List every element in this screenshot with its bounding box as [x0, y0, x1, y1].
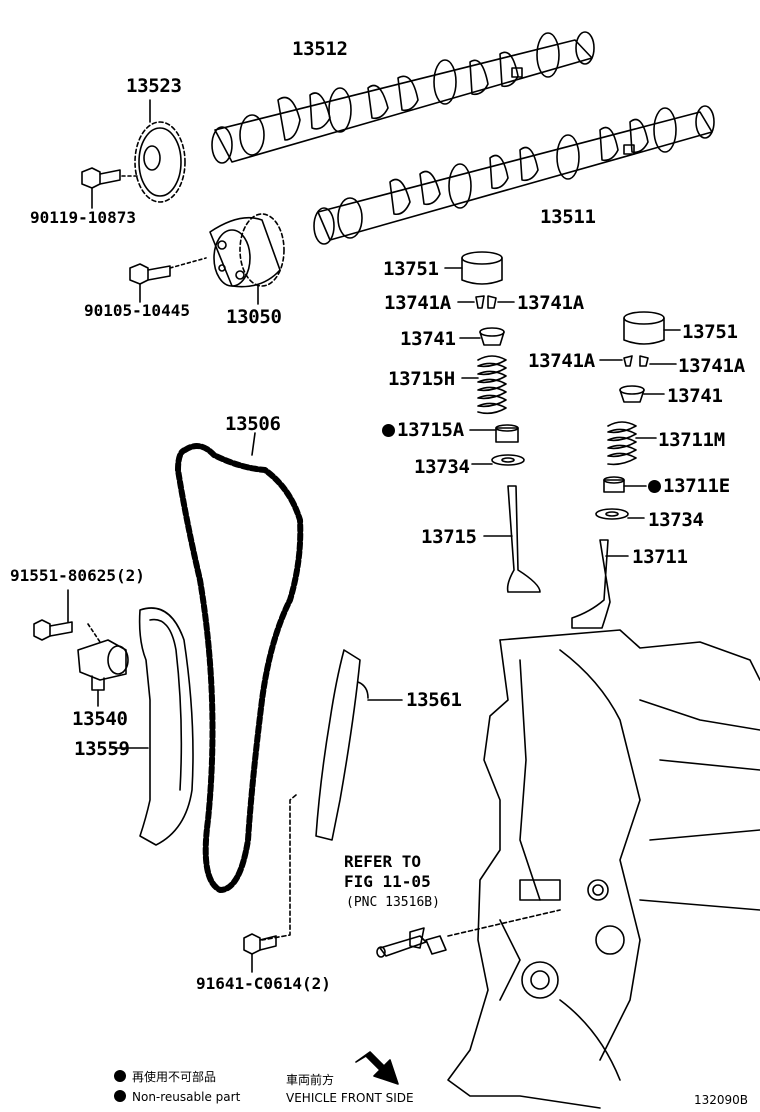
part-label-13711: 13711 — [632, 546, 688, 568]
part-label-90119-10873: 90119-10873 — [30, 208, 136, 227]
part-label-13741a-left-2: 13741A — [517, 292, 584, 314]
figure-id: 132090B — [694, 1093, 749, 1107]
part-label-13050: 13050 — [226, 306, 282, 328]
part-label-13512: 13512 — [292, 38, 348, 60]
part-label-13715a: 13715A — [382, 421, 464, 440]
part-label-13561: 13561 — [406, 689, 462, 711]
refer-line-1: REFER TO — [344, 852, 422, 871]
legend-en: Non-reusable part — [114, 1090, 240, 1103]
cam-sprocket — [121, 99, 186, 203]
engine-block — [447, 629, 760, 1109]
non-reusable-dot — [382, 424, 395, 437]
part-label-91551-80625: 91551-80625(2) — [10, 566, 145, 585]
front-direction-arrow — [355, 1051, 399, 1085]
refer-line-2: FIG 11-05 — [344, 872, 431, 891]
part-label-13715h: 13715H — [388, 368, 455, 390]
legend-dot — [114, 1070, 126, 1082]
part-label-13734-right: 13734 — [648, 509, 704, 531]
bolt-90105 — [129, 263, 171, 303]
vvt-gear — [169, 213, 285, 305]
part-label-13711e-text: 13711E — [663, 475, 730, 497]
timing-chain — [175, 432, 304, 893]
part-label-13751-left: 13751 — [383, 258, 439, 280]
valve-stack-right — [571, 311, 681, 629]
camshaft-lower — [313, 105, 715, 245]
bolt-91551 — [33, 589, 73, 641]
part-label-13734-left: 13734 — [414, 456, 470, 478]
part-label-13506: 13506 — [225, 413, 281, 435]
part-label-13741-right: 13741 — [667, 385, 723, 407]
part-label-13523: 13523 — [126, 75, 182, 97]
bolt-90119 — [81, 167, 121, 209]
part-label-13741-left: 13741 — [400, 328, 456, 350]
part-label-13559: 13559 — [74, 738, 130, 760]
non-reusable-dot — [648, 480, 661, 493]
part-label-13711e: 13711E — [648, 477, 730, 496]
camshaft-upper — [211, 31, 595, 164]
valve-stack-left — [444, 251, 541, 593]
legend-jp-text: 再使用不可部品 — [132, 1070, 217, 1084]
part-label-13741a-right-2: 13741A — [678, 355, 745, 377]
bolt-91641 — [243, 933, 277, 973]
part-label-13741a-right-1: 13741A — [528, 350, 595, 372]
part-label-13511: 13511 — [540, 206, 596, 228]
tensioner-13540 — [77, 623, 129, 707]
oil-jet — [376, 909, 561, 958]
legend-jp: 再使用不可部品 — [114, 1070, 216, 1083]
part-label-13751-right: 13751 — [682, 321, 738, 343]
front-side-jp: 車両前方 — [286, 1073, 335, 1087]
legend-en-text: Non-reusable part — [132, 1090, 241, 1104]
chain-guide-13559 — [111, 607, 194, 846]
part-label-13741a-left-1: 13741A — [384, 292, 451, 314]
legend-dot — [114, 1090, 126, 1102]
part-label-13715a-text: 13715A — [397, 419, 464, 441]
part-label-90105-10445: 90105-10445 — [84, 301, 190, 320]
refer-line-3: (PNC 13516B) — [346, 895, 440, 910]
part-label-13711m: 13711M — [658, 429, 725, 451]
part-label-13540: 13540 — [72, 708, 128, 730]
part-label-13715: 13715 — [421, 526, 477, 548]
part-label-91641-c0614: 91641-C0614(2) — [196, 974, 331, 993]
front-side-en: VEHICLE FRONT SIDE — [286, 1091, 414, 1105]
